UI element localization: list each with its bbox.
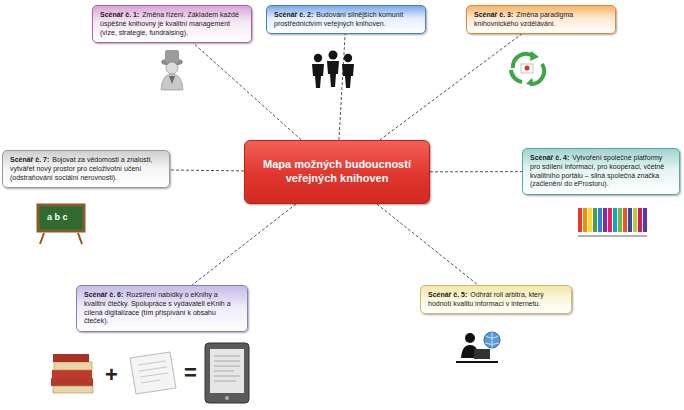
scenario-number: Scénář č. 2: bbox=[274, 11, 313, 18]
scenario-box: Scénář č. 1:Změna řízení. Základem každé… bbox=[92, 5, 252, 43]
books-row-icon bbox=[578, 208, 647, 236]
blackboard-icon bbox=[38, 205, 84, 244]
computer-user-icon bbox=[456, 332, 500, 362]
scenario-number: Scénář č. 4: bbox=[530, 154, 569, 161]
dashed-connector bbox=[339, 34, 345, 140]
scenario-number: Scénář č. 5: bbox=[428, 291, 467, 298]
scenario-number: Scénář č. 1: bbox=[100, 11, 139, 18]
equals-sign: = bbox=[184, 360, 197, 386]
scenario-box: Scénář č. 4:Vytvoření společné platformy… bbox=[522, 148, 680, 195]
blackboard-letters: a b c bbox=[47, 212, 68, 222]
ereader-icon bbox=[205, 343, 249, 403]
scenario-box: Scénář č. 5:Odhrát roli arbitra, který h… bbox=[420, 285, 572, 314]
plus-sign: + bbox=[105, 362, 118, 388]
central-title: Mapa možných budoucností veřejných kniho… bbox=[252, 158, 422, 186]
dashed-connector bbox=[170, 170, 244, 172]
dashed-connector bbox=[193, 43, 301, 140]
dashed-connector bbox=[430, 171, 522, 172]
scenario-box: Scénář č. 3:Změna paradigma knihovnickéh… bbox=[466, 5, 616, 34]
scenario-box: Scénář č. 2:Budování silnějších komunit … bbox=[266, 5, 426, 34]
paper-sheet-icon bbox=[130, 352, 176, 394]
central-topic-box: Mapa možných budoucností veřejných kniho… bbox=[244, 140, 430, 204]
dashed-connector bbox=[192, 204, 296, 285]
scenario-number: Scénář č. 7: bbox=[10, 156, 49, 163]
scenario-box: Scénář č. 6:Rozšíření nabídky o eKnihy a… bbox=[76, 285, 248, 332]
people-icon bbox=[312, 51, 354, 89]
scenario-number: Scénář č. 3: bbox=[474, 11, 513, 18]
scenario-box: Scénář č. 7:Bojovat za vědomosti a znalo… bbox=[2, 150, 170, 188]
dashed-connector bbox=[377, 204, 478, 285]
scenario-number: Scénář č. 6: bbox=[84, 291, 123, 298]
books-stack-icon bbox=[51, 354, 93, 393]
recycle-icon bbox=[511, 51, 544, 86]
manager-icon bbox=[161, 50, 183, 90]
dashed-connector bbox=[380, 34, 522, 140]
